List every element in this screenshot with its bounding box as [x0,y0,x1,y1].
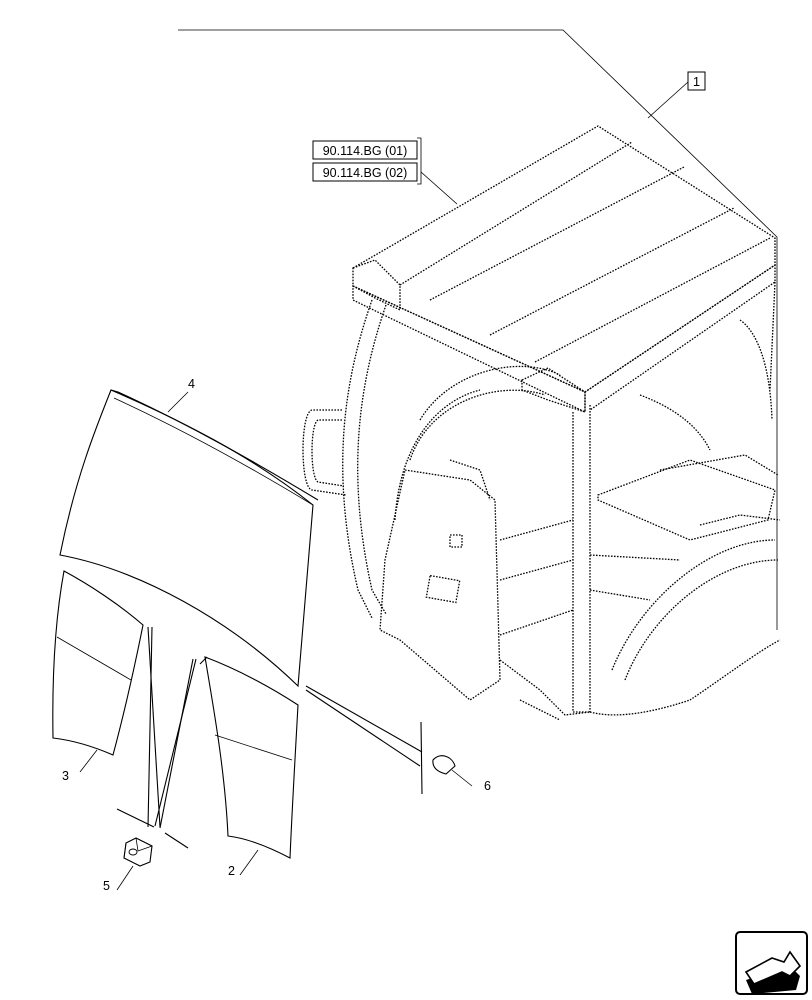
reference-callout-90114bg: 90.114.BG (01) 90.114.BG (02) [312,137,458,205]
svg-text:6: 6 [484,779,491,793]
ref-label-02: 90.114.BG (02) [323,166,408,180]
svg-text:3: 3 [62,769,69,783]
ref-label-01: 90.114.BG (01) [323,144,408,158]
svg-text:5: 5 [103,879,110,893]
windshield-glass-item-4: 4 [59,377,319,688]
cab-frame-assembly [302,125,781,721]
svg-text:2: 2 [228,864,235,878]
svg-text:4: 4 [188,377,195,391]
clip-item-5: 5 [103,837,153,893]
plug-item-6: 6 [305,685,491,795]
seal-strips [116,626,197,849]
lower-left-panel-item-3: 3 [52,570,144,783]
callout-item-1: 1 [687,71,706,91]
lower-right-panel-item-2: 2 [199,656,299,878]
svg-text:1: 1 [693,74,700,89]
next-page-arrow-icon[interactable] [735,931,808,995]
